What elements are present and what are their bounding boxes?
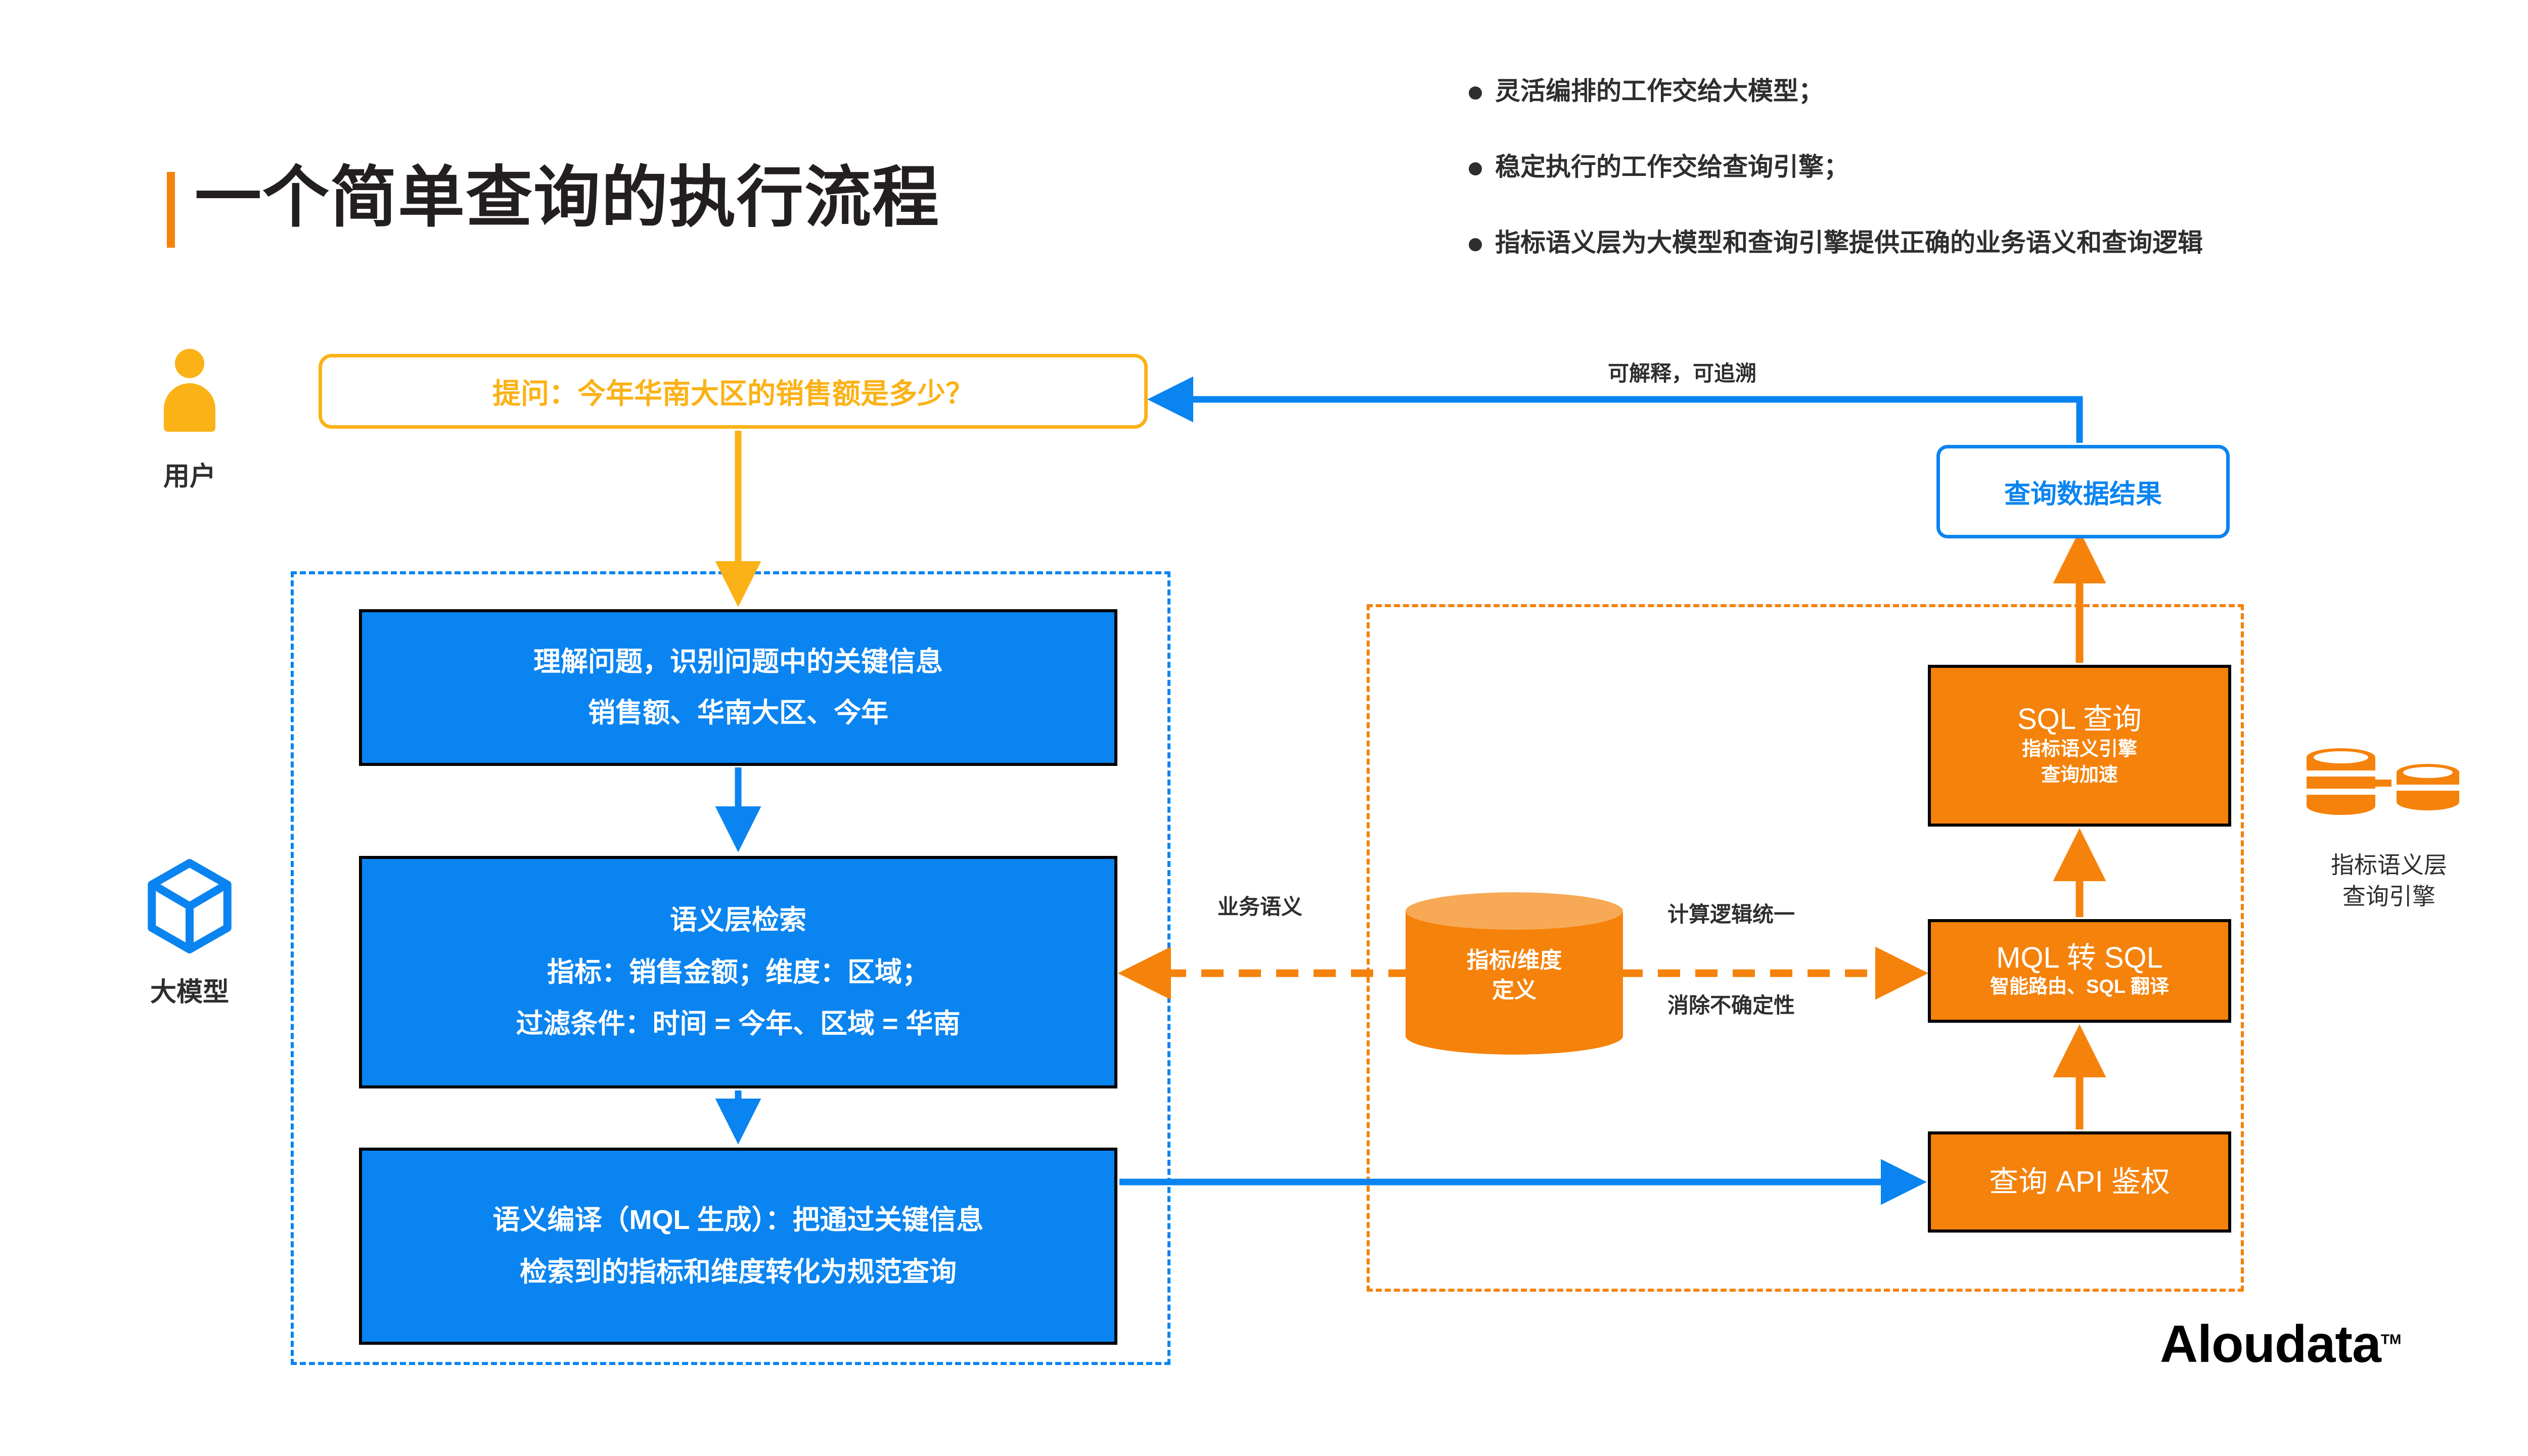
engine-zone-boundary <box>1367 604 2244 1292</box>
bullet-list: 灵活编排的工作交给大模型； 稳定执行的工作交给查询引擎； 指标语义层为大模型和查… <box>1469 75 2528 302</box>
box-title: MQL 转 SQL <box>1996 941 2163 975</box>
bullet-text: 稳定执行的工作交给查询引擎； <box>1495 153 1849 181</box>
process-box-semantic-retrieval: 语义层检索 指标：销售金额；维度：区域； 过滤条件：时间 = 今年、区域 = 华… <box>359 856 1117 1088</box>
box-line: 指标：销售金额；维度：区域； <box>547 957 929 987</box>
process-box-mql-to-sql: MQL 转 SQL 智能路由、SQL 翻译 <box>1928 919 2231 1023</box>
process-box-semantic-compile: 语义编译（MQL 生成）：把通过关键信息 检索到的指标和维度转化为规范查询 <box>359 1148 1117 1345</box>
edge-label-remove-uncertainty: 消除不确定性 <box>1667 993 1795 1017</box>
box-line: 检索到的指标和维度转化为规范查询 <box>520 1257 957 1287</box>
edge-label-business-semantics: 业务语义 <box>1217 895 1303 919</box>
list-item: 指标语义层为大模型和查询引擎提供正确的业务语义和查询逻辑 <box>1469 226 2528 259</box>
page-title: 一个简单查询的执行流程 <box>195 160 940 235</box>
box-title: SQL 查询 <box>2017 702 2142 736</box>
database-cluster-icon <box>2306 748 2472 819</box>
list-item: 稳定执行的工作交给查询引擎； <box>1469 151 2528 183</box>
list-item: 灵活编排的工作交给大模型； <box>1469 75 2528 107</box>
bullet-text: 指标语义层为大模型和查询引擎提供正确的业务语义和查询逻辑 <box>1495 229 2203 257</box>
box-line: 理解问题，识别问题中的关键信息 <box>533 647 943 677</box>
user-label: 用户 <box>163 462 216 491</box>
box-line: 过滤条件：时间 = 今年、区域 = 华南 <box>516 1009 961 1039</box>
title-accent-bar <box>167 172 175 248</box>
engine-badge-line: 查询引擎 <box>2342 883 2435 910</box>
query-result-box: 查询数据结果 <box>1936 445 2230 538</box>
box-subtitle: 查询加速 <box>2041 764 2118 786</box>
bullet-text: 灵活编排的工作交给大模型； <box>1495 77 1824 105</box>
box-line: 语义编译（MQL 生成）：把通过关键信息 <box>492 1205 984 1236</box>
process-box-understand: 理解问题，识别问题中的关键信息 销售额、华南大区、今年 <box>359 609 1117 766</box>
box-title: 查询 API 鉴权 <box>1989 1165 2170 1198</box>
process-box-query-api-auth: 查询 API 鉴权 <box>1928 1131 2231 1233</box>
box-subtitle: 智能路由、SQL 翻译 <box>1990 976 2169 998</box>
aloudata-logo: AloudataTM <box>2160 1314 2401 1375</box>
cube-icon <box>144 859 235 953</box>
engine-badge-line: 指标语义层 <box>2331 852 2447 878</box>
bullet-dot-icon <box>1469 238 1482 251</box>
edge-label-traceable: 可解释，可追溯 <box>1608 361 1757 385</box>
question-text: 提问：今年华南大区的销售额是多少？ <box>492 377 974 410</box>
bullet-dot-icon <box>1469 162 1482 175</box>
box-subtitle: 指标语义引擎 <box>2021 738 2137 760</box>
box-line: 语义层检索 <box>670 904 806 935</box>
edge-result-to-question <box>1147 376 2083 443</box>
llm-label: 大模型 <box>150 978 229 1007</box>
bullet-dot-icon <box>1469 86 1482 100</box>
question-bubble: 提问：今年华南大区的销售额是多少？ <box>319 354 1148 429</box>
store-label-line: 指标/维度 <box>1466 948 1562 973</box>
process-box-sql-query: SQL 查询 指标语义引擎 查询加速 <box>1928 665 2231 827</box>
database-cylinder-icon: 指标/维度 定义 <box>1406 892 1623 1055</box>
edge-label-unified-logic: 计算逻辑统一 <box>1667 902 1795 926</box>
logo-wordmark: Aloudata <box>2160 1315 2381 1374</box>
store-label-line: 定义 <box>1492 978 1537 1003</box>
query-result-text: 查询数据结果 <box>2004 480 2162 509</box>
box-line: 销售额、华南大区、今年 <box>588 698 888 728</box>
user-person-icon <box>157 349 222 445</box>
logo-tm: TM <box>2380 1331 2402 1347</box>
engine-badge-label: 指标语义层 查询引擎 <box>2263 849 2515 912</box>
